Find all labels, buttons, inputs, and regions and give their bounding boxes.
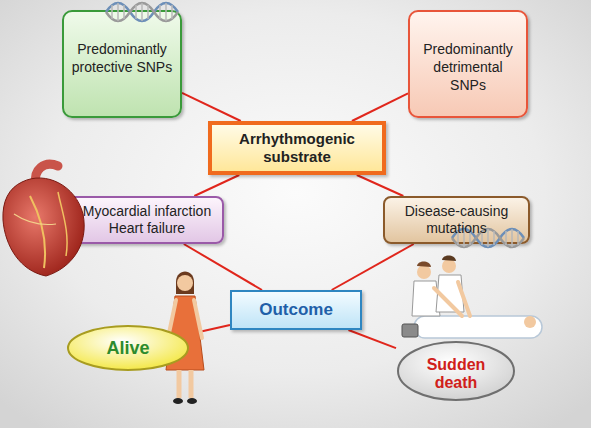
connector-line <box>182 93 241 121</box>
node-label: Alive <box>106 340 149 356</box>
node-label: Myocardial infarction Heart failure <box>72 203 222 237</box>
node-label: Sudden death <box>414 356 498 392</box>
concept-box: Arrhythmogenic substrate <box>208 121 386 175</box>
dna-helix <box>452 229 524 247</box>
woman-figure <box>166 272 204 405</box>
concept-box: Outcome <box>230 290 362 330</box>
connector-line <box>184 244 262 290</box>
node-label: Predominantly detrimental SNPs <box>416 40 520 94</box>
connector-line <box>348 330 396 348</box>
node-label: Disease-causing mutations <box>385 203 528 237</box>
connector-line <box>190 325 230 334</box>
connector-line <box>357 175 404 196</box>
outcome-ellipse: Sudden death <box>396 340 516 402</box>
concept-box: Predominantly protective SNPs <box>62 10 182 118</box>
dna-helix <box>106 3 178 21</box>
connector-line <box>194 175 239 196</box>
cpr-illustration <box>402 256 542 338</box>
connector-line <box>352 93 408 121</box>
node-label: Predominantly protective SNPs <box>70 40 174 76</box>
node-label: Outcome <box>259 302 333 318</box>
node-label: Arrhythmogenic substrate <box>222 130 372 166</box>
heart-illustration <box>3 164 84 276</box>
connector-line <box>332 244 414 290</box>
ellipse-shape <box>68 326 188 370</box>
concept-box: Predominantly detrimental SNPs <box>408 10 528 118</box>
concept-box: Myocardial infarction Heart failure <box>62 196 224 244</box>
ellipse-shape <box>398 342 514 400</box>
concept-box: Disease-causing mutations <box>383 196 530 244</box>
outcome-ellipse: Alive <box>66 324 190 372</box>
